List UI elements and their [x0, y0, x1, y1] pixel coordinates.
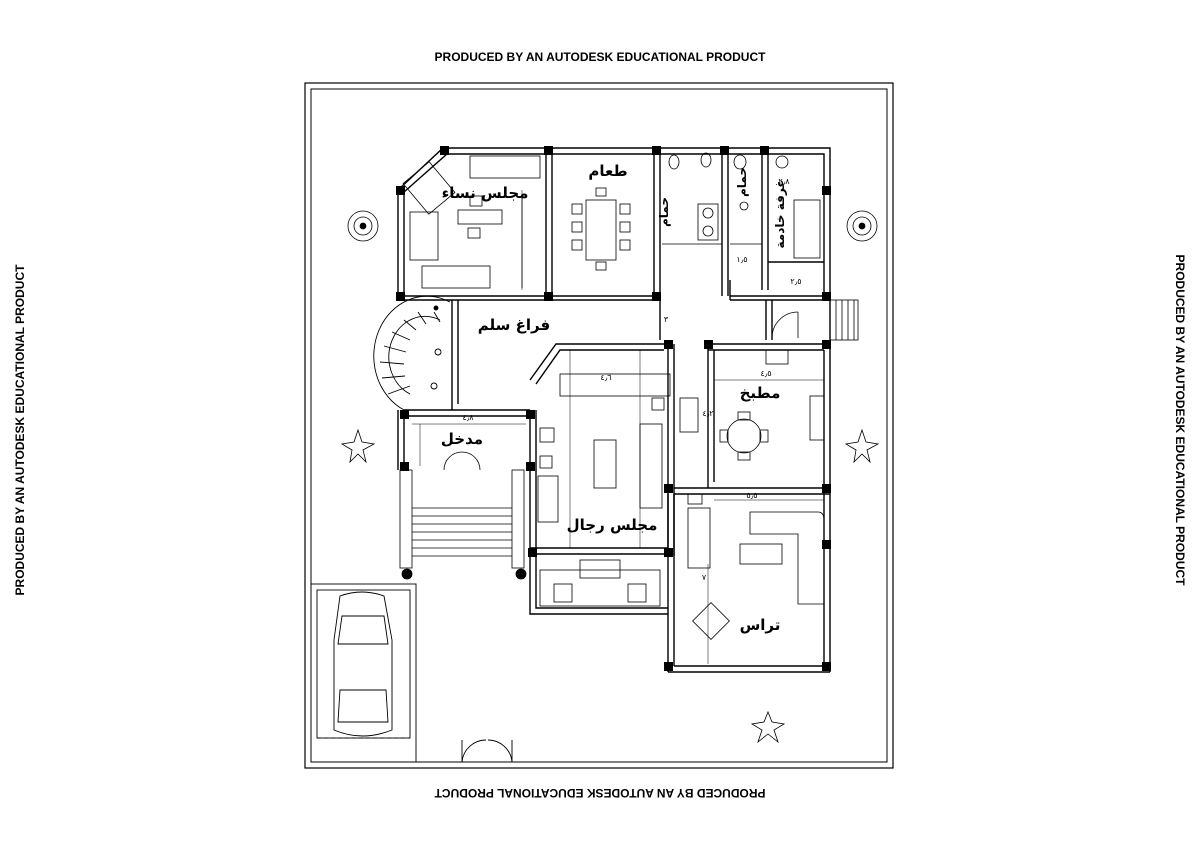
tree-nw	[347, 210, 379, 242]
plot-boundary	[304, 82, 894, 769]
terrace-walls	[667, 494, 831, 673]
label-terrace: تراس	[740, 616, 781, 634]
men-majlis-furniture	[537, 373, 671, 607]
shrub-east	[844, 428, 880, 464]
label-bath-1: حمام	[657, 197, 672, 227]
entry-steps	[399, 469, 527, 580]
label-women-majlis: مجلس نساء	[442, 184, 529, 202]
dim-label-5: ٤٫٨	[462, 413, 474, 422]
label-bath-2: حمام	[735, 167, 750, 197]
dim-label-4: ٢٫٥	[790, 277, 801, 286]
dimension-lines	[412, 190, 824, 664]
dim-label-7: ٢٫٨	[778, 177, 790, 186]
men-majlis-walls	[529, 343, 675, 615]
bath-fixtures	[662, 152, 821, 259]
dim-label-2: ٤٫٥	[760, 369, 771, 378]
landscape-trees	[340, 210, 880, 744]
label-dining: طعام	[588, 162, 627, 180]
dim-label-8: ٥٫٥	[746, 491, 757, 500]
women-majlis-furniture	[402, 155, 541, 289]
label-men-majlis: مجلس رجال	[567, 516, 658, 534]
kitchen-furniture	[679, 349, 825, 461]
wall-columns	[396, 146, 831, 671]
dim-label-3: ٣	[664, 315, 669, 324]
east-steps	[829, 299, 859, 341]
label-guest-room: غرفة خادمة	[773, 180, 787, 249]
label-entrance: مدخل	[441, 430, 483, 448]
site-gate	[461, 739, 513, 763]
entrance-walls	[397, 410, 537, 552]
shrub-west	[340, 428, 376, 464]
label-stair-void: فراغ سلم	[478, 316, 550, 334]
carport	[310, 583, 417, 763]
kitchen-walls	[674, 343, 831, 495]
dim-label-1: ٤٫٦	[600, 373, 611, 382]
watermark-top: PRODUCED BY AN AUTODESK EDUCATIONAL PROD…	[434, 50, 766, 64]
terrace-furniture	[687, 493, 825, 640]
label-kitchen: مطبخ	[740, 384, 781, 402]
dim-label-9: ٤٫٢	[702, 409, 713, 418]
spiral-staircase	[373, 295, 451, 411]
dining-table	[571, 187, 631, 271]
tree-ne	[846, 210, 878, 242]
shrub-south	[750, 710, 786, 744]
dim-label-6: ١٫٥	[736, 255, 747, 264]
dim-label-10: ٧	[702, 573, 707, 582]
